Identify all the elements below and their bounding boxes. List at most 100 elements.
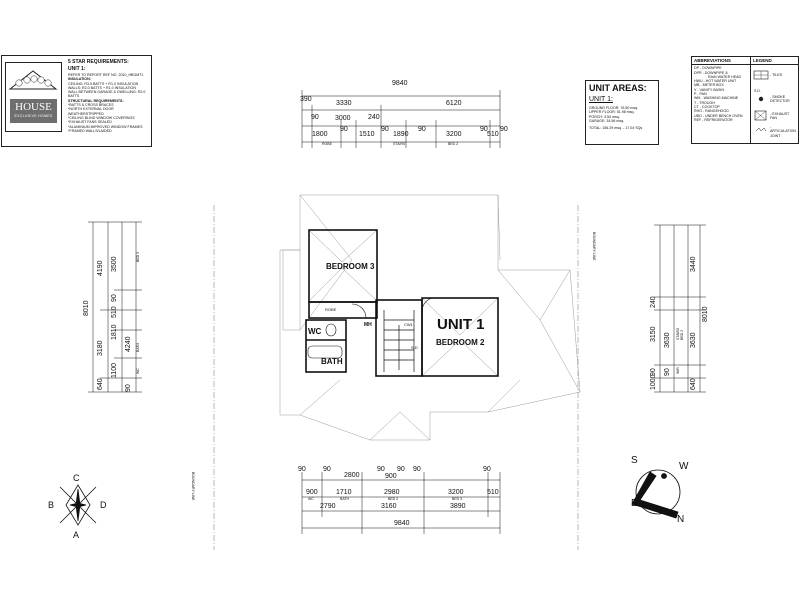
top-dim: 1800: [312, 131, 328, 138]
bottom-dim: 3890: [450, 503, 466, 510]
abbreviations-list: DP - DOWNPIPE DPR - DOWNPIPE & RAIN WATE…: [692, 65, 750, 123]
requirements-line: STRUCTURAL REQUIREMENTS:: [68, 98, 124, 103]
elevation-marker: [59, 484, 97, 526]
top-dim: 90: [311, 114, 319, 121]
requirements-subtitle: UNIT 1:: [68, 66, 86, 72]
left-dim: 510: [111, 306, 118, 318]
bottom-dim: 3160: [381, 503, 397, 510]
top-dim: 1890: [393, 131, 409, 138]
abbreviations-title: ABBREVIATIONS: [692, 57, 750, 66]
bottom-dim: 510: [487, 489, 499, 496]
unit-areas-list: GROUND FLOOR: 76.50 msq. UPPER FLOOR: 51…: [589, 106, 657, 130]
legend-symbol-sd: S.D.: [754, 89, 761, 93]
top-dim: 240: [368, 114, 380, 121]
requirements-box: HOUSE EXCLUSIVE HOMES 5 STAR REQUIREMENT…: [1, 55, 152, 147]
logo-subtitle: EXCLUSIVE HOMES: [14, 114, 53, 118]
bottom-dim: 90: [377, 466, 385, 473]
right-dim: 240: [650, 296, 657, 308]
elevation-label-b: B: [48, 500, 55, 510]
top-dim: 90: [480, 126, 488, 133]
bathtub: [307, 345, 343, 359]
requirements-line: REFER TO REPORT REF NO. 2010_HBGMT1: [68, 73, 144, 77]
bottom-dim-label: BATH: [340, 497, 350, 501]
door-swing: [421, 297, 433, 313]
abbreviation: HWU - HOT WATER UNIT: [694, 79, 737, 84]
legend-panel: LEGEND S.D. - TILES - SMOKE DETECTOR - E…: [751, 57, 798, 143]
left-dim: 640: [97, 378, 104, 390]
abbreviation: RHO - RANGEHOOD: [694, 109, 729, 114]
right-dim: 1000: [650, 374, 657, 390]
top-dim: 90: [500, 126, 508, 133]
requirements-line: *ALUMINIUM IMPROVED WINDOW FRAMES: [68, 124, 143, 129]
right-dim: 90: [664, 368, 671, 376]
right-dim: 640: [690, 378, 697, 390]
room-label-bedroom3: BEDROOM 3: [326, 262, 375, 271]
top-dim: 6120: [446, 100, 462, 107]
abbreviation: T - TROUGH: [694, 100, 715, 105]
logo-title: HOUSE: [15, 101, 52, 113]
left-dim: 3180: [97, 340, 104, 356]
abbreviation: REF - REFRIGERATOR: [694, 117, 733, 122]
room-label-mh: MH: [364, 322, 372, 328]
abbreviation: P - PAN: [694, 92, 707, 97]
stairs-detail: [383, 310, 415, 372]
top-dim-label: STAIRS: [393, 142, 406, 146]
bottom-dim: 90: [298, 466, 306, 473]
right-dim: 3630: [664, 332, 671, 348]
top-dim: 3000: [335, 115, 351, 122]
elevation-label-d: D: [100, 500, 107, 510]
room-label-bedroom2: BEDROOM 2: [436, 338, 485, 347]
unit-areas-subtitle: UNIT 1:: [589, 96, 613, 103]
room-label-robe: ROBE: [325, 307, 337, 312]
bottom-dim: 900: [306, 489, 318, 496]
top-dim: 1510: [359, 131, 375, 138]
roof-outline: [279, 194, 581, 441]
top-dim: 3200: [446, 131, 462, 138]
top-dim: 510: [487, 131, 499, 138]
legend-box: ABBREVIATIONS DP - DOWNPIPE DPR - DOWNPI…: [691, 56, 799, 144]
top-dim: 90: [381, 126, 389, 133]
left-dim: 1100: [111, 362, 118, 378]
left-dim-label: BATH: [136, 342, 140, 352]
abbreviation: MB - METER BOX: [694, 83, 724, 88]
abbreviation: RAIN WATER HEAD: [708, 74, 742, 79]
room-label-cw: CW1: [404, 322, 413, 327]
compass-label-w: W: [679, 461, 689, 472]
room-label-sd: S.D: [411, 345, 418, 350]
bottom-dim-label: WC: [308, 497, 314, 501]
left-dim: 90: [111, 294, 118, 302]
abbreviation: DPR - DOWNPIPE &: [694, 70, 728, 75]
bottom-dim: 90: [413, 466, 421, 473]
unit-area-line: PORCH: 3.54 msq.: [589, 114, 620, 119]
requirements-line: *BATTS & CROSS BRACES: [68, 103, 114, 108]
unit-area-total: TOTAL: 156.29 msq. - 17.04 SQs: [589, 126, 643, 131]
elevation-label-c: C: [73, 473, 80, 483]
abbreviation: DP - DOWNPIPE: [694, 66, 722, 71]
left-dim-overall: 8010: [83, 300, 90, 316]
left-dim: 4190: [97, 260, 104, 276]
abbreviation: UBO - UNDER BENCH OVEN: [694, 113, 743, 118]
bottom-dim-label: BED 3: [452, 497, 463, 501]
right-dimensions: [654, 224, 706, 393]
unit-area-line: UPPER FLOOR: 51.98 msq.: [589, 110, 635, 115]
requirements-line: *FRAMED WALLS/LAIDED: [68, 128, 112, 133]
compass-label-e: E: [631, 498, 638, 509]
room-label-wc: WC: [308, 327, 322, 336]
exhaust-fan-icon: [754, 110, 767, 121]
right-dim: 3630: [690, 332, 697, 348]
top-dimensions: [301, 90, 501, 148]
bottom-dim: 2800: [344, 472, 360, 479]
right-dim: 3440: [690, 256, 697, 272]
requirements-line: *NORTH EXTERNAL DOOR WEATHERSTRIPPED: [68, 107, 114, 116]
boundary-label-left: BOUNDARY LINE: [191, 472, 195, 501]
left-dim: 4240: [125, 336, 132, 352]
left-dim-label: BED 3: [136, 251, 140, 262]
top-dim: 3330: [336, 100, 352, 107]
right-dim-label: WIR: [676, 367, 680, 374]
left-dimensions: [88, 221, 142, 393]
right-dim-overall: 8010: [702, 306, 709, 322]
legend-symbols: [753, 70, 769, 132]
requirements-line: *CEILING BLIND WINDOW COVERINGS: [68, 115, 135, 120]
bottom-dim: 90: [323, 466, 331, 473]
